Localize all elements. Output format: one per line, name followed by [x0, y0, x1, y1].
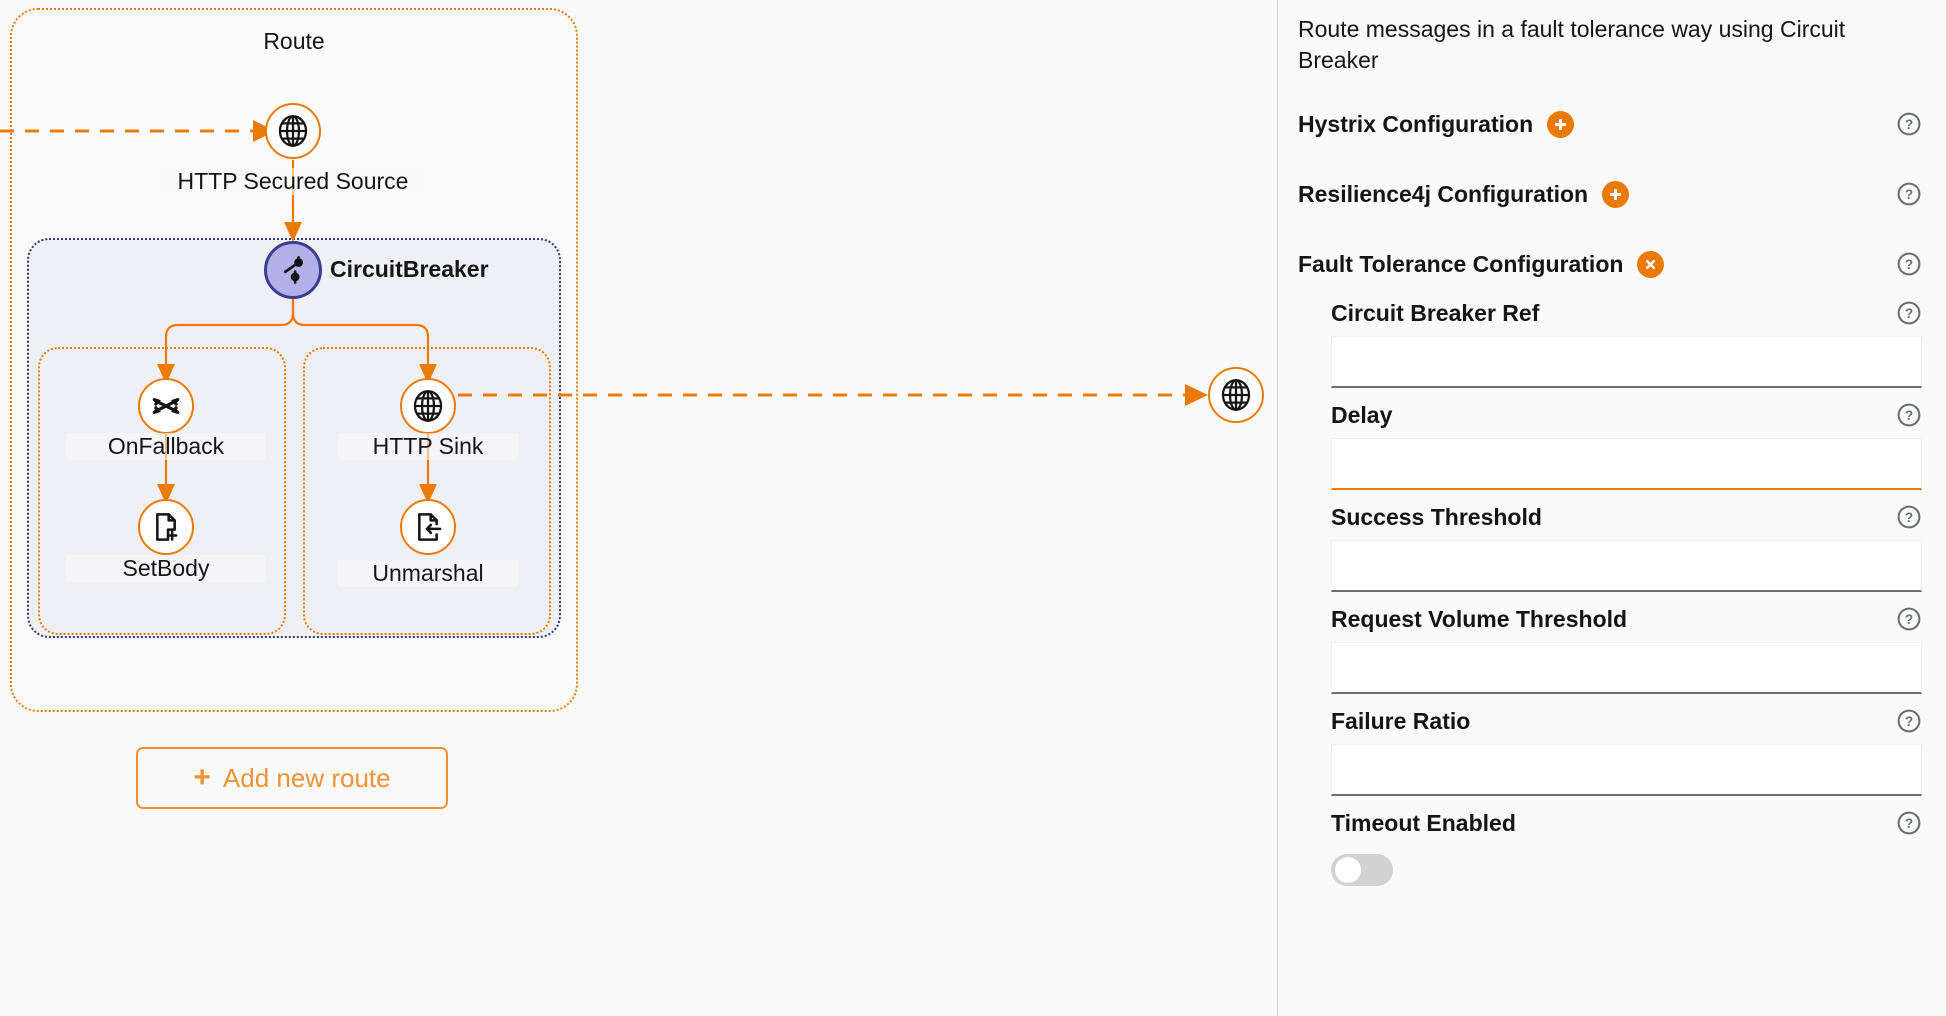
- svg-text:?: ?: [1905, 612, 1913, 627]
- timeout-enabled-toggle[interactable]: [1331, 854, 1393, 887]
- node-label-http-secured-source: HTTP Secured Source: [163, 168, 423, 195]
- section-title-hystrix: Hystrix Configuration: [1298, 110, 1534, 137]
- field-timeout-enabled: Timeout Enabled ?: [1331, 800, 1922, 887]
- delay-input[interactable]: [1331, 438, 1922, 491]
- field-label-circuit-breaker-ref: Circuit Breaker Ref: [1331, 299, 1540, 326]
- help-icon[interactable]: ?: [1896, 402, 1922, 428]
- node-http-sink-endpoint[interactable]: [1208, 367, 1264, 423]
- svg-text:?: ?: [1905, 714, 1913, 729]
- node-setbody[interactable]: [138, 499, 194, 555]
- field-label-request-volume-threshold: Request Volume Threshold: [1331, 605, 1628, 632]
- onfallback-branch-container[interactable]: [38, 347, 286, 635]
- node-label-unmarshal: Unmarshal: [338, 560, 518, 587]
- node-label-setbody: SetBody: [66, 555, 266, 582]
- globe-icon: [276, 114, 310, 148]
- globe-icon: [1219, 378, 1253, 412]
- section-title-fault-tolerance: Fault Tolerance Configuration: [1298, 250, 1624, 277]
- fault-tolerance-fields: Circuit Breaker Ref ? Delay: [1298, 290, 1922, 887]
- node-unmarshal[interactable]: [400, 499, 456, 555]
- section-fault-tolerance-configuration[interactable]: Fault Tolerance Configuration ?: [1298, 238, 1922, 290]
- node-circuitbreaker[interactable]: [264, 241, 322, 299]
- circuit-breaker-ref-input[interactable]: [1331, 336, 1922, 389]
- field-header: Failure Ratio ?: [1331, 698, 1922, 744]
- field-request-volume-threshold: Request Volume Threshold ?: [1331, 596, 1922, 695]
- add-new-route-button[interactable]: + Add new route: [136, 747, 448, 809]
- field-label-timeout-enabled: Timeout Enabled: [1331, 809, 1516, 836]
- svg-text:?: ?: [1905, 117, 1913, 132]
- field-delay: Delay ?: [1331, 392, 1922, 491]
- section-hystrix-configuration[interactable]: Hystrix Configuration ?: [1298, 98, 1922, 150]
- close-icon: [1646, 259, 1656, 269]
- request-volume-threshold-input[interactable]: [1331, 642, 1922, 695]
- help-icon[interactable]: ?: [1896, 300, 1922, 326]
- field-header: Success Threshold ?: [1331, 494, 1922, 540]
- globe-icon: [411, 389, 445, 423]
- remove-fault-tolerance-configuration-button[interactable]: [1637, 250, 1665, 278]
- field-success-threshold: Success Threshold ?: [1331, 494, 1922, 593]
- document-arrow-left-icon: [412, 511, 444, 543]
- circuit-breaker-icon: [277, 254, 309, 286]
- help-icon[interactable]: ?: [1896, 504, 1922, 530]
- field-failure-ratio: Failure Ratio ?: [1331, 698, 1922, 797]
- svg-text:?: ?: [1905, 510, 1913, 525]
- node-label-http-sink: HTTP Sink: [338, 433, 518, 460]
- section-title-resilience4j: Resilience4j Configuration: [1298, 180, 1589, 207]
- node-http-sink[interactable]: [400, 378, 456, 434]
- field-header: Timeout Enabled ?: [1331, 800, 1922, 846]
- document-plus-icon: [150, 511, 182, 543]
- field-circuit-breaker-ref: Circuit Breaker Ref ?: [1331, 290, 1922, 389]
- plus-icon: [1555, 118, 1567, 130]
- section-resilience4j-configuration[interactable]: Resilience4j Configuration ?: [1298, 168, 1922, 220]
- plus-icon: +: [193, 761, 211, 794]
- field-header: Delay ?: [1331, 392, 1922, 438]
- svg-text:?: ?: [1905, 257, 1913, 272]
- plus-icon: [1610, 188, 1622, 200]
- help-icon[interactable]: ?: [1896, 111, 1922, 137]
- svg-text:?: ?: [1905, 816, 1913, 831]
- route-canvas[interactable]: Route HTTP Secured Source: [0, 0, 1277, 1016]
- shuffle-icon: [150, 390, 182, 422]
- node-http-secured-source[interactable]: [265, 103, 321, 159]
- field-label-delay: Delay: [1331, 401, 1393, 428]
- field-header: Request Volume Threshold ?: [1331, 596, 1922, 642]
- help-icon[interactable]: ?: [1896, 606, 1922, 632]
- properties-panel: Route messages in a fault tolerance way …: [1277, 0, 1946, 1016]
- panel-description: Route messages in a fault tolerance way …: [1298, 16, 1846, 74]
- add-new-route-label: Add new route: [222, 762, 391, 793]
- add-resilience4j-configuration-button[interactable]: [1602, 180, 1630, 208]
- connector-layer: [0, 120, 1208, 504]
- add-hystrix-configuration-button[interactable]: [1547, 110, 1575, 138]
- node-label-onfallback: OnFallback: [66, 433, 266, 460]
- help-icon[interactable]: ?: [1896, 810, 1922, 836]
- node-label-circuitbreaker: CircuitBreaker: [330, 256, 489, 282]
- failure-ratio-input[interactable]: [1331, 744, 1922, 797]
- toggle-knob: [1335, 857, 1361, 884]
- help-icon[interactable]: ?: [1896, 708, 1922, 734]
- help-icon[interactable]: ?: [1896, 181, 1922, 207]
- field-label-failure-ratio: Failure Ratio: [1331, 707, 1471, 734]
- svg-text:?: ?: [1905, 306, 1913, 321]
- node-onfallback[interactable]: [138, 378, 194, 434]
- success-threshold-input[interactable]: [1331, 540, 1922, 593]
- route-title: Route: [263, 28, 325, 54]
- svg-text:?: ?: [1905, 408, 1913, 423]
- field-header: Circuit Breaker Ref ?: [1331, 290, 1922, 336]
- svg-text:?: ?: [1905, 187, 1913, 202]
- field-label-success-threshold: Success Threshold: [1331, 503, 1542, 530]
- help-icon[interactable]: ?: [1896, 251, 1922, 277]
